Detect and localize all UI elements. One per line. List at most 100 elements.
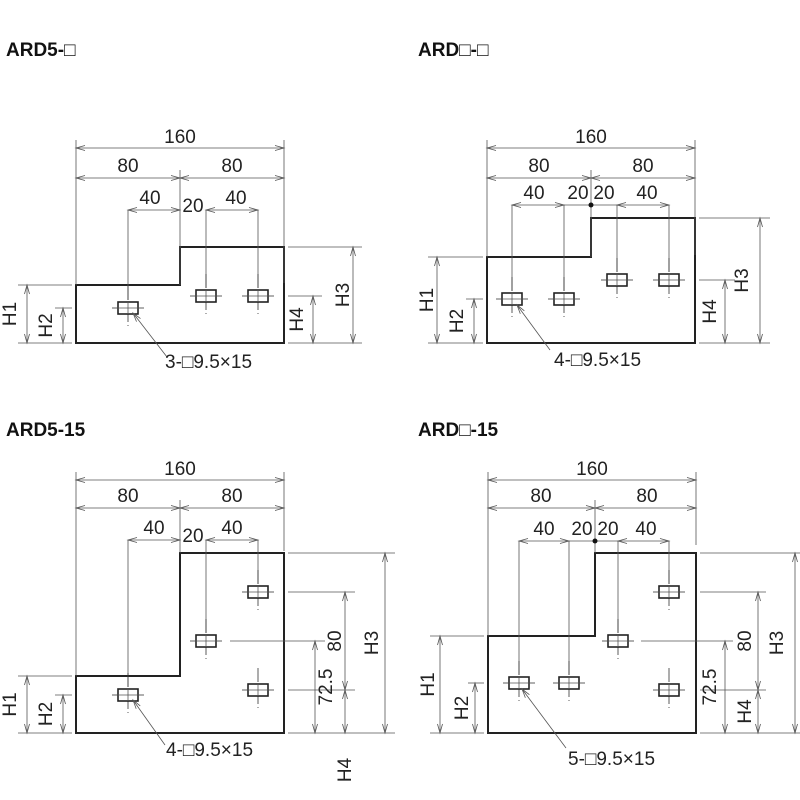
arrowhead [74, 145, 86, 151]
arrowhead [686, 477, 698, 483]
arrowhead [521, 687, 530, 698]
arrowhead [757, 216, 763, 228]
dimension-80-left: 80 [528, 156, 549, 177]
arrowhead [382, 551, 388, 563]
dimension-80-vertical: 80 [735, 630, 756, 651]
arrowhead [342, 590, 348, 602]
arrowhead [382, 723, 388, 735]
arrowhead [792, 551, 798, 563]
dimension-160: 160 [576, 459, 608, 480]
hole-callout: 5-□9.5×15 [568, 749, 655, 770]
arrowhead [274, 145, 286, 151]
arrowhead [274, 477, 286, 483]
dimension-80-right: 80 [636, 486, 657, 507]
leader-line [516, 304, 551, 351]
dimension-20-left: 20 [571, 519, 592, 540]
arrowhead [437, 723, 443, 735]
dimension-40-left: 40 [533, 519, 554, 540]
arrowhead [178, 175, 190, 181]
arrowhead [755, 688, 761, 700]
arrowhead [471, 333, 477, 345]
arrowhead [74, 477, 86, 483]
model-title: ARD5-□ [6, 40, 76, 61]
arrowhead [686, 505, 698, 511]
dimension-80-right: 80 [221, 156, 242, 177]
label-h4: H4 [335, 757, 356, 782]
arrowhead [722, 333, 728, 345]
arrowhead [722, 278, 728, 290]
dimension-40-right: 40 [635, 519, 656, 540]
dimension-40-right: 40 [636, 183, 657, 204]
label-h2: H2 [452, 696, 473, 720]
dimension-40-right: 40 [221, 518, 242, 539]
arrowhead [755, 723, 761, 735]
label-h1: H1 [0, 692, 21, 716]
arrowhead [74, 505, 86, 511]
arrowhead [342, 723, 348, 735]
arrowhead [593, 505, 605, 511]
arrowhead [486, 505, 498, 511]
dimension-80-right: 80 [221, 486, 242, 507]
arrowhead [486, 477, 498, 483]
arrowhead [274, 175, 286, 181]
dimension-80-vertical: 80 [325, 630, 346, 651]
arrowhead [485, 175, 497, 181]
arrowhead [722, 639, 728, 651]
dimension-80-right: 80 [632, 156, 653, 177]
arrowhead [60, 306, 66, 318]
arrowhead [755, 590, 761, 602]
hole-callout: 4-□9.5×15 [554, 350, 641, 371]
dimension-72-5: 72.5 [316, 669, 337, 706]
arrowhead [24, 723, 30, 735]
label-h2: H2 [36, 313, 57, 337]
arrowhead [170, 207, 182, 213]
dimension-40-left: 40 [139, 188, 160, 209]
arrowhead [472, 681, 478, 693]
arrowhead [74, 175, 86, 181]
label-h3: H3 [333, 283, 354, 307]
arrowhead [342, 688, 348, 700]
arrowhead [350, 245, 356, 257]
arrowhead [60, 333, 66, 345]
arrowhead [274, 505, 286, 511]
leader-line [521, 688, 567, 749]
dimension-80-left: 80 [117, 486, 138, 507]
arrowhead [170, 537, 182, 543]
arrowhead [312, 639, 318, 651]
arrowhead [757, 333, 763, 345]
dimension-20-left: 20 [567, 183, 588, 204]
dimension-72-5: 72.5 [700, 669, 721, 706]
arrowhead [792, 723, 798, 735]
arrowhead [471, 297, 477, 309]
arrowhead [685, 145, 697, 151]
dimension-80-left: 80 [117, 156, 138, 177]
dimension-20-right: 20 [597, 519, 618, 540]
dimension-40-left: 40 [143, 518, 164, 539]
model-title: ARD□-□ [418, 40, 489, 61]
dimension-160: 160 [164, 459, 196, 480]
hole-callout: 4-□9.5×15 [166, 740, 253, 761]
dimension-40-right: 40 [225, 188, 246, 209]
arrowhead [516, 303, 525, 314]
label-h3: H3 [362, 631, 383, 655]
arrowhead [485, 145, 497, 151]
arrowhead [178, 505, 190, 511]
label-h2: H2 [36, 702, 57, 726]
label-h4: H4 [287, 307, 308, 332]
arrowhead [350, 333, 356, 345]
label-h3: H3 [767, 631, 788, 655]
label-h1: H1 [417, 288, 438, 312]
arrowhead [132, 698, 141, 709]
arrowhead [312, 723, 318, 735]
bracket-outline [75, 552, 285, 734]
label-h1: H1 [418, 672, 439, 696]
arrowhead [24, 283, 30, 295]
leader-line [132, 699, 166, 746]
dimension-20: 20 [182, 526, 203, 547]
label-h3: H3 [732, 268, 753, 292]
model-title: ARD□-15 [418, 420, 499, 441]
arrowhead [685, 175, 697, 181]
model-title: ARD5-15 [6, 420, 86, 441]
